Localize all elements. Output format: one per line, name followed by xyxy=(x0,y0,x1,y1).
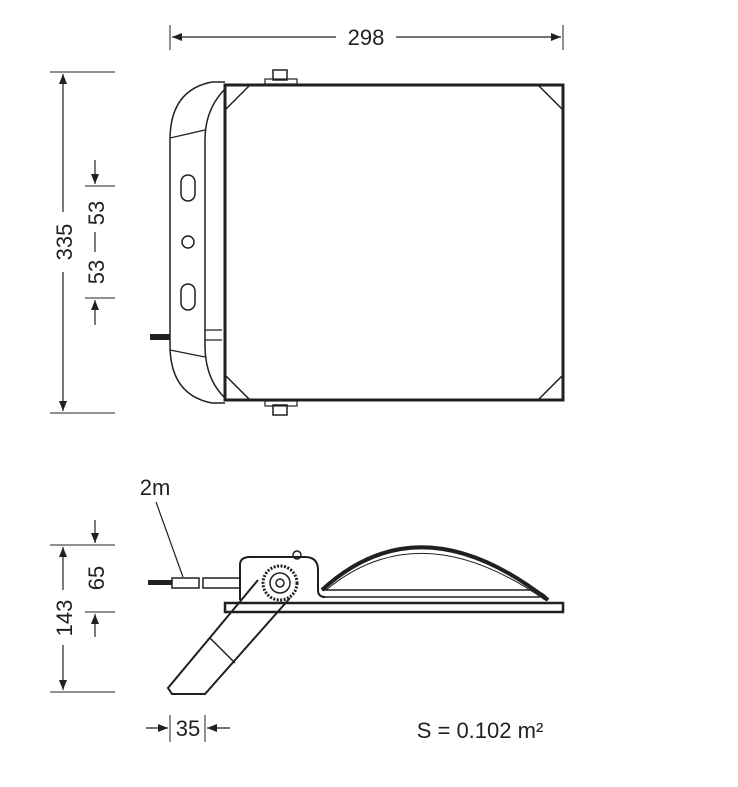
top-bolt xyxy=(272,69,288,81)
end-cap-inner xyxy=(204,89,225,398)
mounting-hole xyxy=(181,235,195,249)
cable-leader-line xyxy=(155,501,184,578)
bracket-width-label: 35 xyxy=(176,716,200,741)
spacing-upper-label: 53 xyxy=(84,201,109,225)
surface-area-label: S = 0.102 m² xyxy=(417,718,544,743)
base-plate xyxy=(223,601,565,614)
cable-stub xyxy=(150,334,170,340)
side-height-label: 143 xyxy=(52,600,77,637)
housing-outline xyxy=(223,83,565,402)
dome-lens xyxy=(320,545,550,602)
height-dimension-label: 335 xyxy=(52,224,77,261)
corner-brackets xyxy=(224,84,564,401)
end-cap-outer xyxy=(169,81,225,404)
cable-end xyxy=(148,580,172,585)
spacing-lower-label: 53 xyxy=(84,260,109,284)
bracket-box xyxy=(239,556,326,600)
side-view: 2m 143 65 35 xyxy=(50,475,565,742)
width-dimension-label: 298 xyxy=(348,25,385,50)
bottom-bolt xyxy=(272,404,288,416)
mounting-slot-upper xyxy=(180,174,196,202)
mount-height-label: 65 xyxy=(84,566,109,590)
cable-length-label: 2m xyxy=(140,475,171,500)
tilt-knob xyxy=(261,564,299,602)
cable xyxy=(171,577,200,589)
top-view: 298 335 53 53 xyxy=(50,25,565,416)
mounting-slot-lower xyxy=(180,283,196,311)
